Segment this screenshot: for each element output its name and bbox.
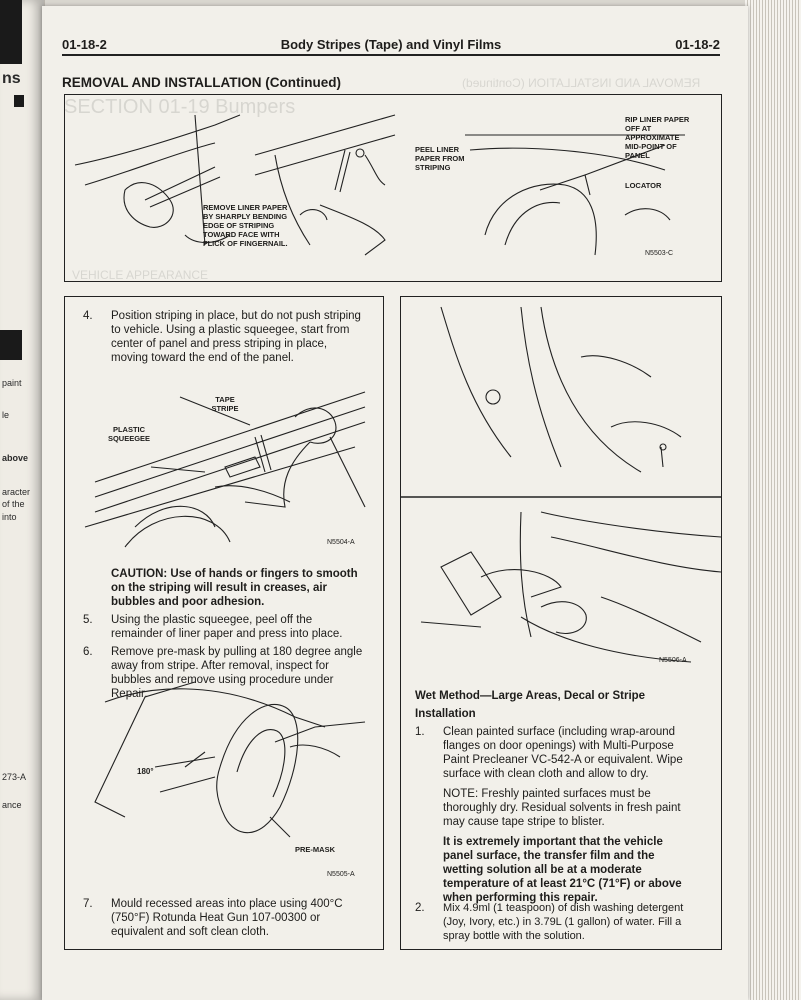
prev-page-fragment: ns <box>2 70 21 87</box>
figure-id: N5506-A <box>659 657 687 664</box>
step-text: Remove pre-mask by pulling at 180 degree… <box>111 646 363 658</box>
installation-heading: Installation <box>415 708 476 720</box>
caution-line: on the striping will result in creases, … <box>111 582 328 594</box>
step-text: Mix 4.9ml (1 teaspoon) of dish washing d… <box>443 902 684 914</box>
header-title: Body Stripes (Tape) and Vinyl Films <box>280 37 502 52</box>
step-number: 7. <box>83 898 93 910</box>
note-text: thoroughly dry. Residual solvents in fre… <box>443 802 681 814</box>
prev-page-fragment: into <box>2 512 17 522</box>
step-text: to vehicle. Using a plastic squeegee, st… <box>111 324 350 336</box>
caption-peel-liner: PEEL LINER PAPER FROM STRIPING <box>415 145 465 172</box>
step-text: Using the plastic squeegee, peel off the <box>111 614 313 626</box>
left-column-box: 4. Position striping in place, but do no… <box>64 296 384 950</box>
prev-page-fragment: 273-A <box>2 772 27 782</box>
caption-remove-liner: REMOVE LINER PAPER BY SHARPLY BENDING ED… <box>203 203 288 248</box>
step-text: flanges on door openings) with Multi-Pur… <box>443 740 674 752</box>
caption-tape-stripe: TAPE STRIPE <box>211 395 239 413</box>
step-text: equivalent and soft clean cloth. <box>111 926 269 938</box>
wet-method-title: Wet Method—Large Areas, Decal or Stripe <box>415 690 646 702</box>
step-text: remainder of liner paper and press into … <box>111 628 343 640</box>
previous-page-edge: ns paint le above aracter of the into 27… <box>0 0 45 1000</box>
prev-page-fragment: le <box>2 410 10 420</box>
prev-page-fragment: ance <box>2 800 22 810</box>
step-text: Repair. <box>111 688 148 700</box>
prev-page-fragment: paint <box>2 378 22 388</box>
figure-id: N5505-A <box>327 871 355 878</box>
step-number: 6. <box>83 646 93 658</box>
step-number: 4. <box>83 310 93 322</box>
step-text: away from stripe. After removal, inspect… <box>111 660 329 672</box>
warning-text: when performing this repair. <box>443 892 598 904</box>
step-text: bubbles and remove using procedure under <box>111 674 334 686</box>
important-warning: It is extremely important that the vehic… <box>443 835 718 905</box>
step-text: Position striping in place, but do not p… <box>111 310 361 322</box>
top-illustration: REMOVE LINER PAPER BY SHARPLY BENDING ED… <box>64 94 722 282</box>
page-header: 01-18-2 Body Stripes (Tape) and Vinyl Fi… <box>62 36 720 56</box>
step-text: Clean painted surface (including wrap-ar… <box>443 726 676 738</box>
bleed-through-text: SECTION 01-19 Bumpers <box>64 96 296 118</box>
prev-page-fragment: above <box>2 453 29 463</box>
caution-line: CAUTION: Use of hands or fingers to smoo… <box>111 568 358 580</box>
step-text: Paint Precleaner VC-542-A or equivalent.… <box>443 754 683 766</box>
manual-page: SECTION 01-19 Bumpers VEHICLE APPEARANCE… <box>42 6 748 1000</box>
warning-text: wetting solution all be at a moderate <box>443 864 642 876</box>
wet-note: NOTE: Freshly painted surfaces must be t… <box>443 787 718 829</box>
prev-page-fragment: aracter <box>2 487 31 497</box>
prev-page-fragment: of the <box>2 499 25 509</box>
warning-text: temperature of at least 21°C (71°F) or a… <box>443 878 682 890</box>
step-text: surface with clean cloth and allow to dr… <box>443 768 649 780</box>
bleed-through-text: REMOVAL AND INSTALLATION (Continued) <box>462 76 701 90</box>
step-text: (Joy, Ivory, etc.) in 3.79L (1 gallon) o… <box>443 916 682 928</box>
step-number: 2. <box>415 902 425 914</box>
figure-id: N5503-C <box>645 250 674 257</box>
step-text: moving toward the end of the panel. <box>111 352 294 364</box>
section-title: REMOVAL AND INSTALLATION (Continued) <box>62 75 341 90</box>
caption-plastic-squeegee: PLASTIC SQUEEGEE <box>107 425 151 443</box>
page-number: 01-18-2 <box>62 37 107 52</box>
liner-removal-drawing <box>74 114 685 256</box>
figure-id: N5504-A <box>327 539 355 546</box>
step-number: 1. <box>415 726 425 738</box>
caution-text: CAUTION: Use of hands or fingers to smoo… <box>111 567 381 609</box>
warning-text: panel surface, the transfer film and the <box>443 850 655 862</box>
caution-line: bubbles and poor adhesion. <box>111 596 265 608</box>
step-text: center of panel and press striping in pl… <box>111 338 328 350</box>
note-text: may cause tape stripe to blister. <box>443 816 605 828</box>
step-text: spray bottle with the solution. <box>443 930 585 942</box>
caption-180-degree: 180° <box>137 767 154 776</box>
step-text: Mould recessed areas into place using 40… <box>111 898 343 910</box>
caption-rip-liner: RIP LINER PAPER OFF AT APPROXIMATE MID-P… <box>625 115 690 160</box>
door-frame-drawing <box>401 306 721 663</box>
warning-text: It is extremely important that the vehic… <box>443 836 663 848</box>
caption-locator: LOCATOR <box>625 181 662 190</box>
step-text: (750°F) Rotunda Heat Gun 107-00300 or <box>111 912 321 924</box>
caption-pre-mask: PRE-MASK <box>295 845 336 854</box>
page-number: 01-18-2 <box>675 37 720 52</box>
right-column-box: N5506-A Wet Method—Large Areas, Decal or… <box>400 296 722 950</box>
step-number: 5. <box>83 614 93 626</box>
note-text: NOTE: Freshly painted surfaces must be <box>443 788 651 800</box>
bleed-through-text: VEHICLE APPEARANCE <box>72 268 209 282</box>
page-stack-edge <box>745 0 801 1000</box>
